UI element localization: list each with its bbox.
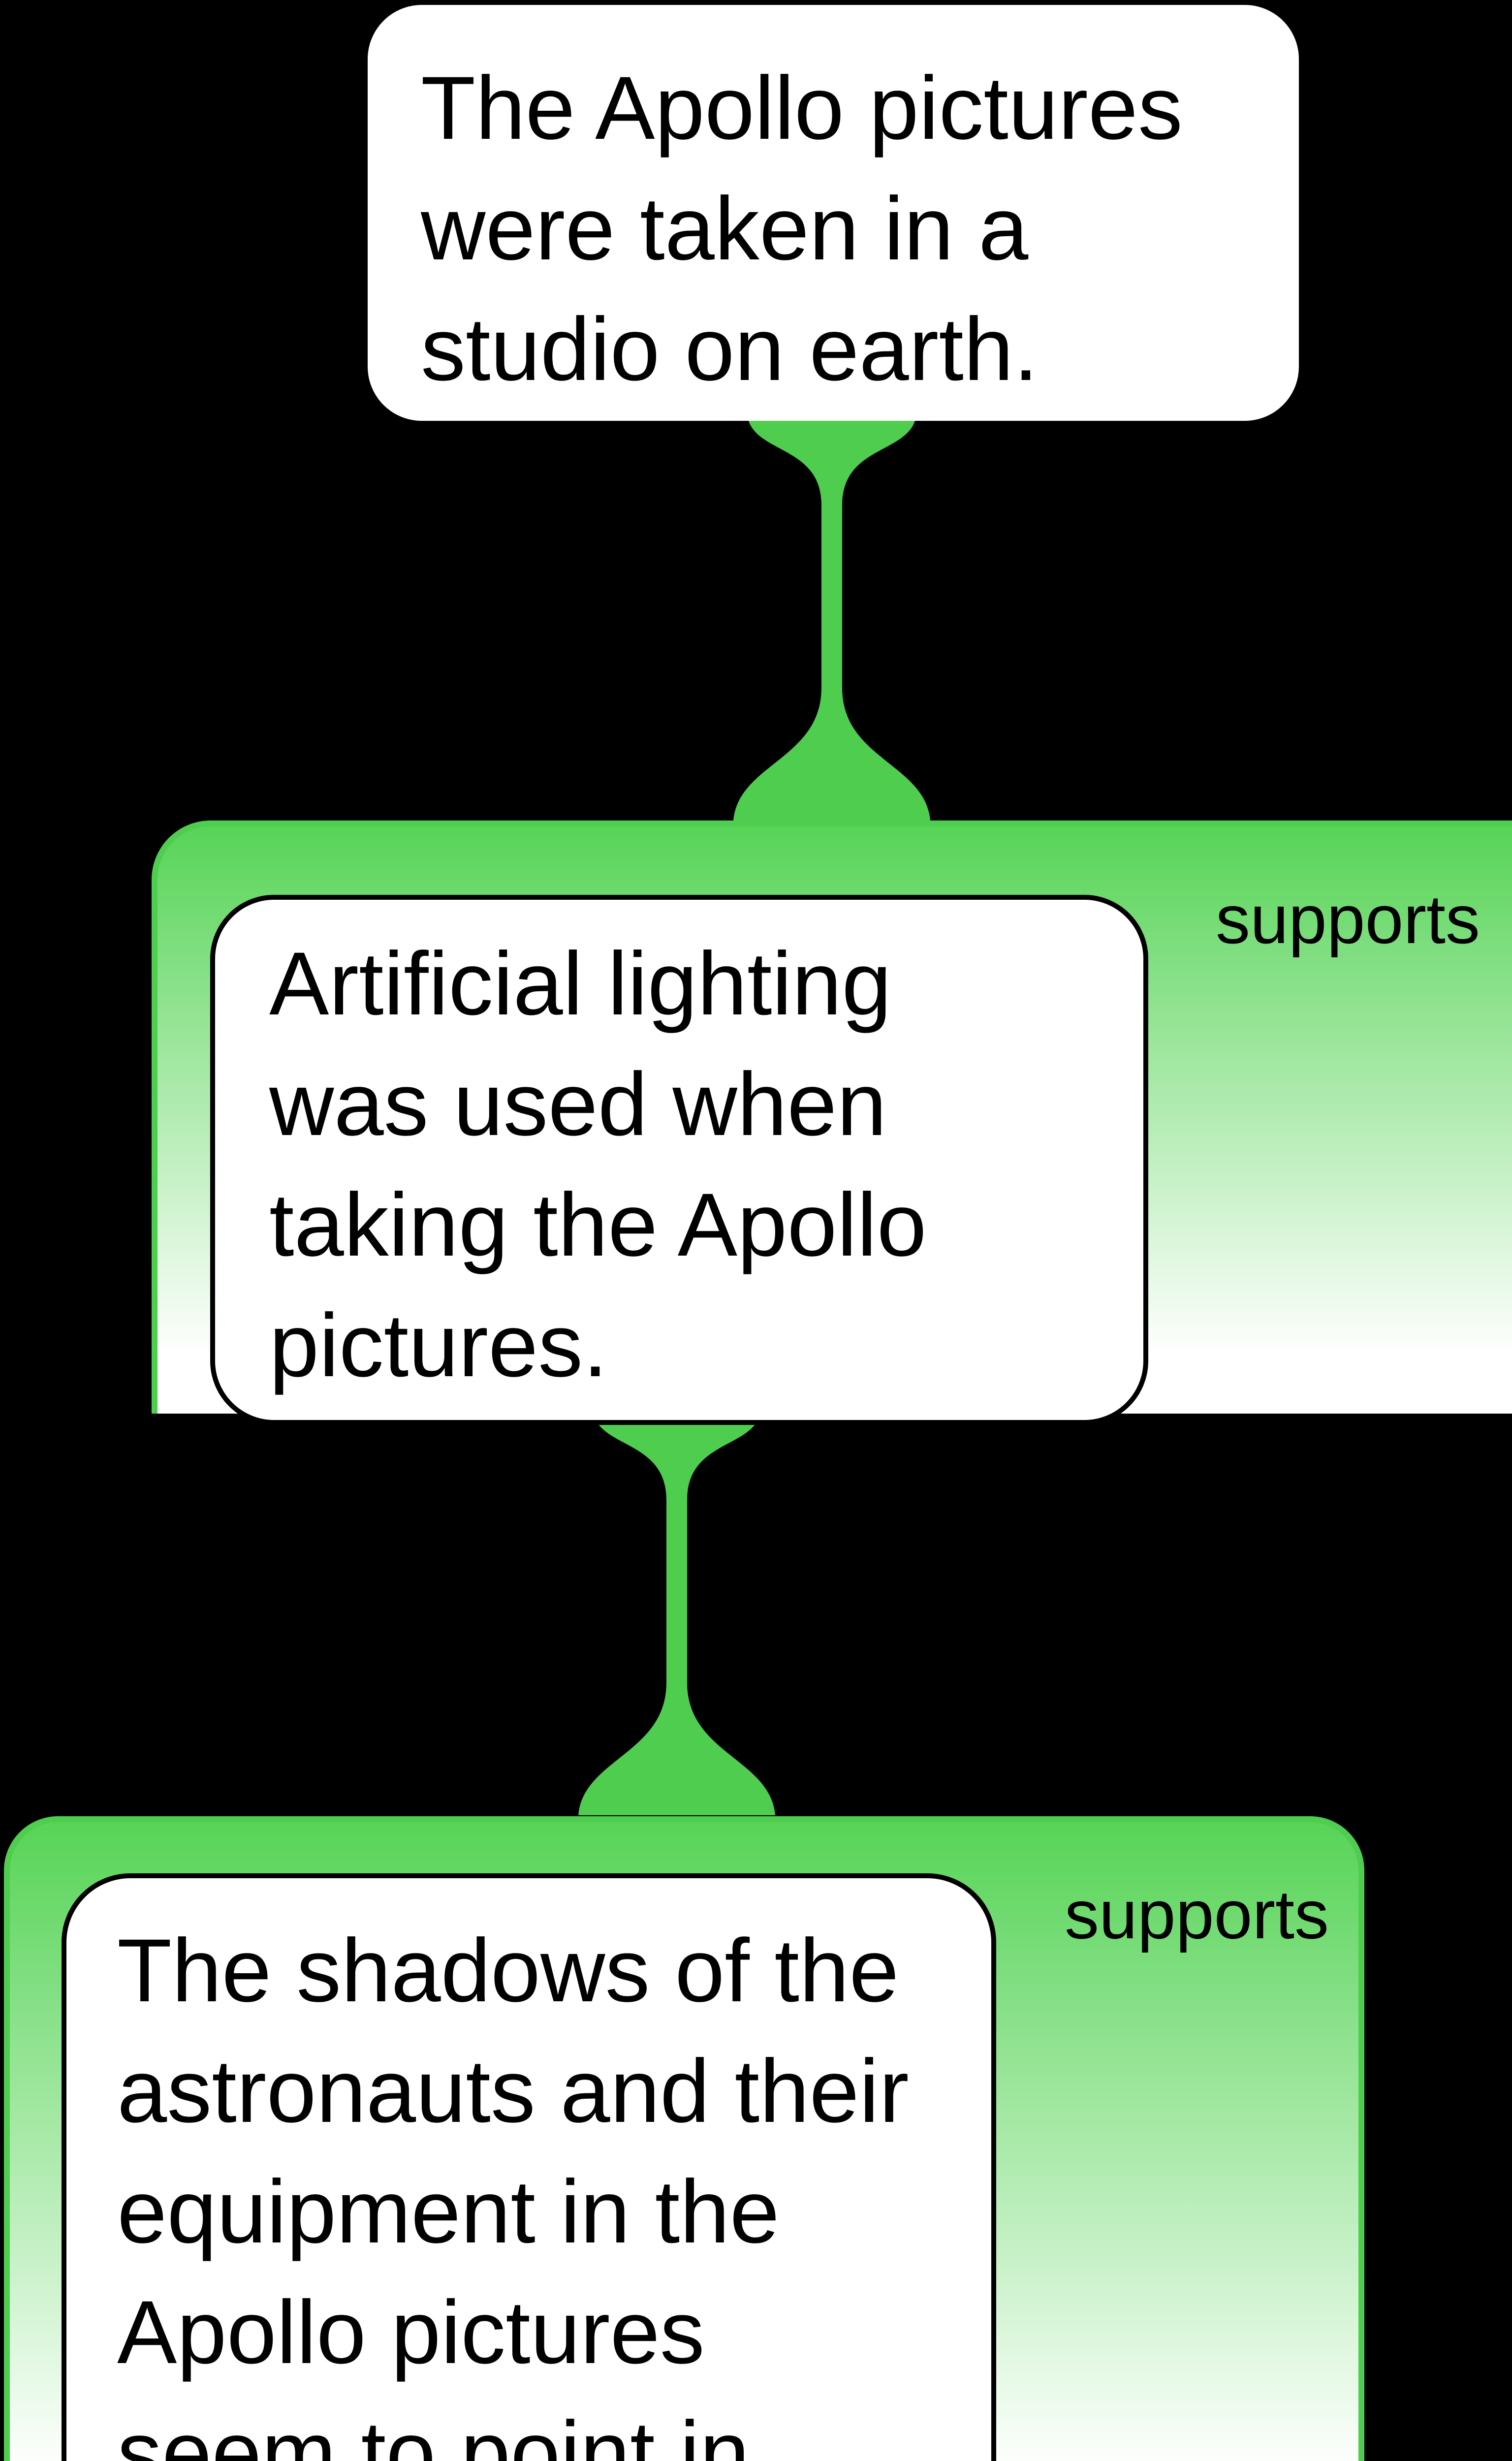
reason-node-2-text: The shadows of the astronauts and their …	[117, 1920, 909, 2461]
support-edge-1-connector	[733, 419, 930, 820]
claim-node[interactable]: The Apollo pictures were taken in a stud…	[368, 5, 1299, 421]
support-edge-1-label: supports	[1216, 881, 1480, 958]
support-edge-2-connector	[578, 1414, 775, 1815]
reason-node-1-text: Artificial lighting was used when taking…	[269, 933, 927, 1395]
reason-node-1[interactable]: Artificial lighting was used when taking…	[210, 895, 1148, 1425]
support-edge-2-label: supports	[1065, 1876, 1329, 1953]
claim-node-text: The Apollo pictures were taken in a stud…	[421, 58, 1183, 399]
reason-node-2[interactable]: The shadows of the astronauts and their …	[62, 1873, 996, 2461]
